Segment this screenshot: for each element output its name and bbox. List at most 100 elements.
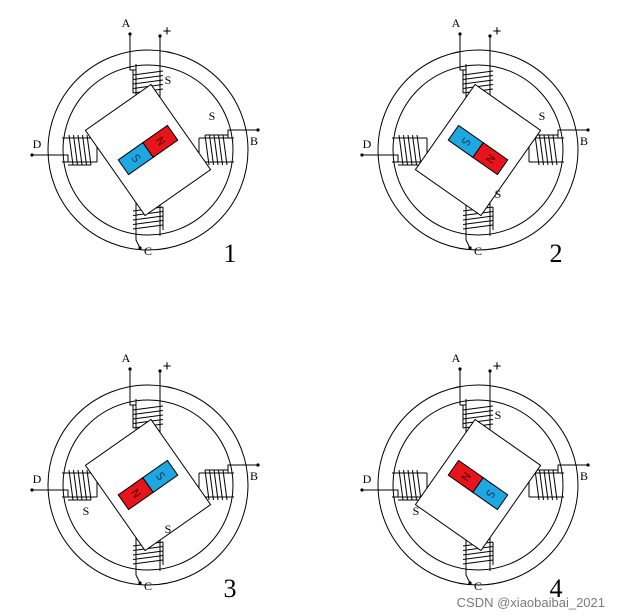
lead-d xyxy=(362,489,399,497)
pole-s-label: S xyxy=(83,504,90,518)
terminal-a-label: A xyxy=(452,351,461,365)
step-number: 1 xyxy=(224,239,237,268)
winding-turn xyxy=(539,469,544,501)
lead-b xyxy=(557,129,588,138)
winding-turn xyxy=(213,469,219,501)
winding-turn xyxy=(132,414,164,420)
winding-turn xyxy=(552,469,558,501)
terminal-a-label: A xyxy=(122,351,131,365)
terminal-a-dot xyxy=(128,32,132,36)
lead-d xyxy=(32,489,69,497)
terminal-c-label: C xyxy=(144,579,152,593)
winding-turn xyxy=(462,70,494,76)
winding-turn xyxy=(534,469,540,501)
lead-c xyxy=(465,230,471,249)
winding-turn xyxy=(68,469,74,501)
terminal-b-dot xyxy=(256,463,260,467)
winding-turn xyxy=(398,469,404,501)
winding-turn xyxy=(412,134,417,166)
terminal-c-dot xyxy=(138,581,142,585)
terminal-c-label: C xyxy=(144,244,152,258)
lead-a xyxy=(459,34,466,71)
winding-turn xyxy=(82,469,87,501)
winding-turn xyxy=(73,134,78,166)
winding-turn xyxy=(398,134,404,166)
winding-turn xyxy=(548,134,553,166)
winding-turn xyxy=(543,134,549,166)
winding-turn xyxy=(77,469,83,501)
terminal-plus-dot xyxy=(158,34,162,38)
terminal-c-label: C xyxy=(474,244,482,258)
rotor: NS xyxy=(84,83,212,217)
lead-c xyxy=(465,565,471,584)
winding-turn xyxy=(132,220,164,225)
winding-turn xyxy=(548,469,553,501)
winding-turn xyxy=(82,134,87,166)
magnet-south xyxy=(472,476,509,511)
step-number: 3 xyxy=(224,574,237,603)
terminal-a-label: A xyxy=(122,16,131,30)
pole-right xyxy=(198,469,234,501)
winding-turn xyxy=(407,469,413,501)
winding-turn xyxy=(132,410,164,415)
terminal-b-label: B xyxy=(250,134,258,148)
winding-turn xyxy=(407,134,413,166)
lead-d xyxy=(362,154,399,162)
lead-a xyxy=(459,369,466,406)
winding-turn xyxy=(132,555,164,560)
terminal-a-label: A xyxy=(452,16,461,30)
winding-turn xyxy=(86,134,92,166)
magnet-south xyxy=(117,141,154,176)
magnet-south xyxy=(447,124,484,159)
winding-turn xyxy=(416,134,422,166)
terminal-d-dot xyxy=(360,153,364,157)
lead-d xyxy=(32,154,69,162)
winding-turn xyxy=(209,469,214,501)
watermark: CSDN @xiaobaibai_2021 xyxy=(456,595,605,610)
winding-turn xyxy=(412,469,417,501)
stator-inner-ring xyxy=(392,399,564,571)
winding-turn xyxy=(222,134,228,166)
rotor: NS xyxy=(414,418,542,552)
winding-turn xyxy=(73,469,78,501)
stator-inner-ring xyxy=(392,64,564,236)
winding-turn xyxy=(68,134,74,166)
pole-s-label: S xyxy=(209,109,216,123)
lead-b xyxy=(227,129,258,138)
stator-inner-ring xyxy=(62,399,234,571)
winding-turn xyxy=(132,75,164,80)
winding-turn xyxy=(132,79,164,85)
winding-turn xyxy=(209,134,214,166)
winding-turn xyxy=(132,550,164,556)
terminal-plus-label: + xyxy=(163,358,172,375)
terminal-b-dot xyxy=(586,463,590,467)
terminal-c-dot xyxy=(468,246,472,250)
terminal-d-dot xyxy=(360,488,364,492)
terminal-plus-dot xyxy=(488,34,492,38)
terminal-plus-label: + xyxy=(493,23,502,40)
lead-c xyxy=(135,230,141,249)
winding-turn xyxy=(462,550,494,556)
lead-a xyxy=(129,369,136,406)
winding-turn xyxy=(132,215,164,221)
terminal-plus-label: + xyxy=(493,358,502,375)
terminal-a-dot xyxy=(128,367,132,371)
terminal-c-label: C xyxy=(474,579,482,593)
terminal-a-dot xyxy=(458,367,462,371)
winding-turn xyxy=(462,220,494,225)
terminal-d-label: D xyxy=(33,472,42,486)
lead-b xyxy=(227,464,258,473)
terminal-b-dot xyxy=(256,128,260,132)
winding-turn xyxy=(462,79,494,85)
terminal-b-label: B xyxy=(580,134,588,148)
lead-c xyxy=(135,565,141,584)
pole-s-label: S xyxy=(495,408,502,422)
winding-turn xyxy=(213,134,219,166)
winding-turn xyxy=(132,559,164,565)
terminal-d-label: D xyxy=(33,137,42,151)
winding-turn xyxy=(543,469,549,501)
winding-turn xyxy=(218,134,223,166)
pole-s-label: S xyxy=(165,73,172,87)
